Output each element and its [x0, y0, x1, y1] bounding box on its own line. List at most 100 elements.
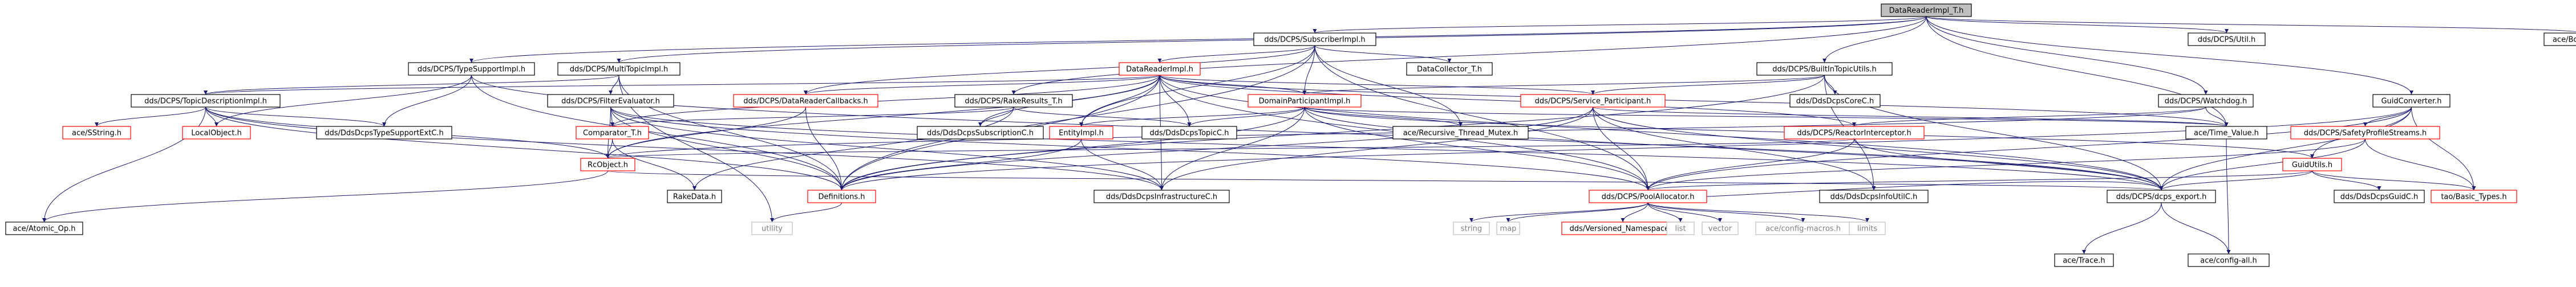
node-guidutils-h[interactable]: GuidUtils.h — [2282, 158, 2342, 171]
node-ace-config-all-h[interactable]: ace/config-all.h — [2188, 253, 2270, 267]
node-box — [2431, 190, 2517, 203]
edge-watchdog-to-reactorinterceptor — [1852, 106, 2206, 127]
node-label: Definitions.h — [818, 193, 865, 202]
node-ace-trace-h[interactable]: ace/Trace.h — [2054, 253, 2114, 267]
node-label: ace/Time_Value.h — [2194, 129, 2259, 138]
node-dds-dcps-rakeresults-t-h[interactable]: dds/DCPS/RakeResults_T.h — [954, 94, 1073, 108]
node-label: dds/DCPS/Util.h — [2198, 36, 2255, 44]
node-dds-ddsdcpsguidc-h[interactable]: dds/DdsDcpsGuidC.h — [2334, 190, 2425, 203]
edge-safetyprofile-to-poolallocator — [1646, 138, 2366, 191]
edge-subimpl-to-poolallocator — [1314, 45, 1650, 191]
node-label: dds/DdsDcpsTopicC.h — [1149, 129, 1229, 138]
node-label: string — [1461, 225, 1482, 233]
node-box — [1119, 62, 1201, 76]
node-dds-ddsdcpssubscriptionc-h[interactable]: dds/DdsDcpsSubscriptionC.h — [917, 126, 1044, 140]
node-box — [1093, 190, 1230, 203]
node-box — [182, 126, 251, 140]
node-box — [807, 190, 876, 203]
node-tao-basic-types-h[interactable]: tao/Basic_Types.h — [2431, 190, 2517, 203]
node-dds-dcps-builtintopicutils-h[interactable]: dds/DCPS/BuiltInTopicUtils.h — [1756, 62, 1893, 76]
node-dds-dcps-topicdescriptionimpl-h[interactable]: dds/DCPS/TopicDescriptionImpl.h — [131, 94, 281, 108]
node-box — [1849, 222, 1886, 235]
edge-serviceparticipant-to-infoutilc — [1593, 106, 1876, 191]
node-box — [1881, 3, 1972, 17]
node-dds-dcps-datareadercallbacks-h[interactable]: dds/DCPS/DataReaderCallbacks.h — [733, 94, 878, 108]
edge-domainpart-to-topicc — [1187, 106, 1305, 127]
node-label: tao/Basic_Types.h — [2441, 193, 2506, 202]
node-comparator-t-h[interactable]: Comparator_T.h — [576, 126, 649, 140]
node-dds-ddsdcpscorec-h[interactable]: dds/DdsDcpsCoreC.h — [1789, 94, 1881, 108]
edge-root-to-watchdog — [1926, 16, 2208, 95]
node-layer: DataReaderImpl_T.h dds/DCPS/SubscriberImp… — [5, 3, 2576, 267]
node-ace-sstring-h[interactable]: ace/SString.h — [62, 126, 131, 140]
node-ace-recursive-thread-mutex-h[interactable]: ace/Recursive_Thread_Mutex.h — [1392, 126, 1529, 140]
node-ace-atomic-op-h[interactable]: ace/Atomic_Op.h — [5, 222, 83, 235]
node-ace-bound-ptr-h[interactable]: ace/Bound_Ptr.h — [2543, 32, 2576, 46]
edge-topicdesc-to-infrastructurec — [205, 106, 1164, 191]
node-label: ace/config-macros.h — [1765, 225, 1841, 233]
node-datareaderimpl-h[interactable]: DataReaderImpl.h — [1119, 62, 1201, 76]
node-rakedata-h[interactable]: RakeData.h — [667, 190, 722, 203]
node-label: dds/DCPS/dcps_export.h — [2116, 193, 2207, 202]
edge-datareaderimpl-to-comparator — [610, 75, 1160, 127]
node-dds-dcps-reactorinterceptor-h[interactable]: dds/DCPS/ReactorInterceptor.h — [1784, 126, 1925, 140]
node-dds-ddsdcpstopicc-h[interactable]: dds/DdsDcpsTopicC.h — [1141, 126, 1237, 140]
node-box — [2334, 190, 2425, 203]
edge-rakeresults-to-comparator — [610, 106, 1014, 127]
node-domainparticipantimpl-h[interactable]: DomainParticipantImpl.h — [1248, 94, 1362, 108]
node-definitions-h[interactable]: Definitions.h — [807, 190, 876, 203]
edge-layer — [42, 16, 2576, 255]
node-box — [1253, 32, 1376, 46]
node-dds-dcps-dcps-export-h[interactable]: dds/DCPS/dcps_export.h — [2107, 190, 2216, 203]
node-box — [1702, 222, 1739, 235]
node-limits: limits — [1849, 222, 1886, 235]
node-dds-dcps-util-h[interactable]: dds/DCPS/Util.h — [2188, 32, 2266, 46]
node-datacollector-t-h[interactable]: DataCollector_T.h — [1406, 62, 1493, 76]
node-rcobject-h[interactable]: RcObject.h — [580, 158, 635, 171]
edge-reactorinterceptor-to-rcobject — [606, 138, 1854, 159]
node-box — [1049, 126, 1113, 140]
node-dds-ddsdcpstypesupportextc-h[interactable]: dds/DdsDcpsTypeSupportExtC.h — [316, 126, 452, 140]
edge-definitions-to-utility — [770, 202, 842, 223]
node-box — [576, 126, 649, 140]
node-ace-time-value-h[interactable]: ace/Time_Value.h — [2185, 126, 2267, 140]
node-vector: vector — [1702, 222, 1739, 235]
edge-guidconv-to-basictypes — [2411, 106, 2476, 191]
node-dds-dcps-watchdog-h[interactable]: dds/DCPS/Watchdog.h — [2158, 94, 2254, 108]
node-localobject-h[interactable]: LocalObject.h — [182, 126, 251, 140]
node-map: map — [1496, 222, 1520, 235]
node-box — [131, 94, 281, 108]
node-label: ace/Atomic_Op.h — [13, 225, 76, 233]
node-label: utility — [762, 225, 783, 233]
node-label: dds/DCPS/TopicDescriptionImpl.h — [144, 97, 267, 106]
node-label: DataReaderImpl.h — [1126, 65, 1193, 74]
node-dds-dcps-filterevaluator-h[interactable]: dds/DCPS/FilterEvaluator.h — [547, 94, 674, 108]
edge-root-to-typesupport — [469, 16, 1927, 63]
edge-comparator-to-rcobject — [606, 138, 613, 159]
edge-poolallocator-to-map — [1506, 202, 1649, 223]
node-dds-dcps-safetyprofilestreams-h[interactable]: dds/DCPS/SafetyProfileStreams.h — [2290, 126, 2440, 140]
node-entityimpl-h[interactable]: EntityImpl.h — [1049, 126, 1113, 140]
node-guidconverter-h[interactable]: GuidConverter.h — [2372, 94, 2451, 108]
node-dds-ddsdcpsinfoutilc-h[interactable]: dds/DdsDcpsInfoUtilC.h — [1819, 190, 1929, 203]
node-label: dds/DdsDcpsCoreC.h — [1796, 97, 1874, 106]
node-box — [2188, 32, 2266, 46]
edge-rcobject-to-dcpsexport — [607, 170, 2163, 191]
node-datareaderimpl-t-h[interactable]: DataReaderImpl_T.h — [1881, 3, 1972, 17]
edge-dcpsexport-to-tracemod — [2082, 202, 2162, 255]
node-dds-versioned-namespace-h[interactable]: dds/Versioned_Namespace.h — [1561, 222, 1684, 235]
node-box — [2107, 190, 2216, 203]
node-dds-dcps-multitopicimpl-h[interactable]: dds/DCPS/MultiTopicImpl.h — [557, 62, 681, 76]
node-box — [316, 126, 452, 140]
node-dds-dcps-service-participant-h[interactable]: dds/DCPS/Service_Participant.h — [1520, 94, 1666, 108]
node-label: dds/DCPS/RakeResults_T.h — [965, 97, 1062, 106]
node-dds-ddsdcpsinfrastructurec-h[interactable]: dds/DdsDcpsInfrastructureC.h — [1093, 190, 1230, 203]
node-dds-dcps-poolallocator-h[interactable]: dds/DCPS/PoolAllocator.h — [1589, 190, 1707, 203]
edge-root-to-timevalue — [1926, 16, 2229, 127]
node-dds-dcps-typesupportimpl-h[interactable]: dds/DCPS/TypeSupportImpl.h — [408, 62, 535, 76]
node-label: dds/DCPS/MultiTopicImpl.h — [570, 65, 668, 74]
node-label: dds/DCPS/TypeSupportImpl.h — [418, 65, 525, 74]
node-box — [408, 62, 535, 76]
node-dds-dcps-subscriberimpl-h[interactable]: dds/DCPS/SubscriberImpl.h — [1253, 32, 1376, 46]
edge-rcobject-to-atomicop — [42, 170, 608, 223]
